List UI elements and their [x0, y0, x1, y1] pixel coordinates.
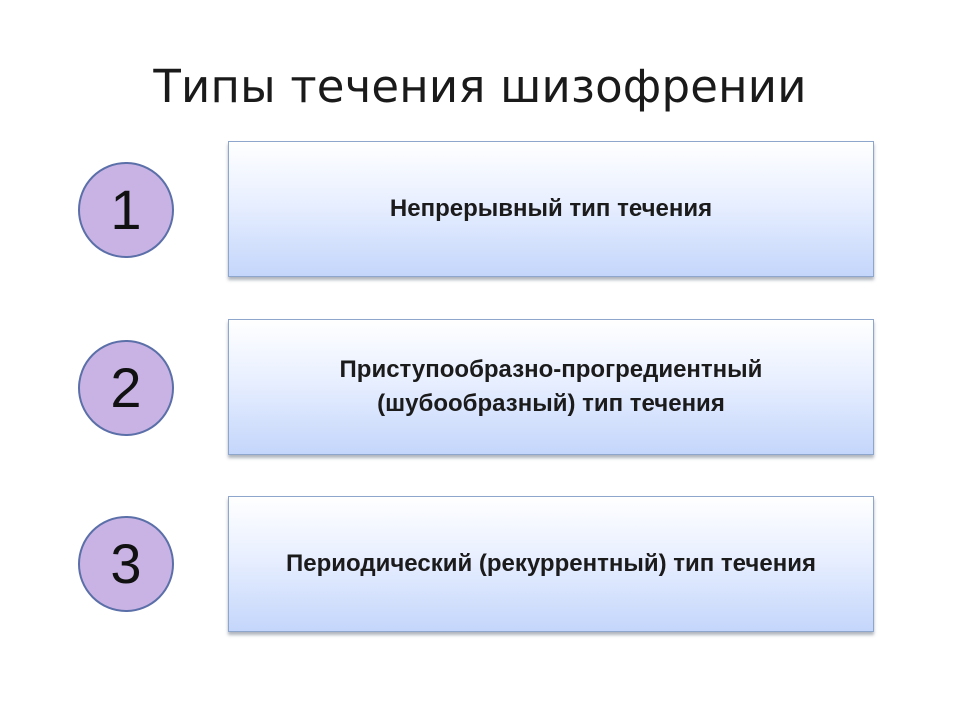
step-box-3: Периодический (рекуррентный) тип течения	[228, 496, 874, 632]
step-number-1: 1	[78, 162, 174, 258]
step-number-2: 2	[78, 340, 174, 436]
step-text-2: Приступообразно-прогредиентный (шубообра…	[339, 356, 763, 417]
step-text-1: Непрерывный тип течения	[389, 195, 713, 222]
slide-title: Типы течения шизофрении	[153, 60, 807, 113]
step-text-3: Периодический (рекуррентный) тип течения	[286, 550, 816, 577]
step-number-3: 3	[78, 516, 174, 612]
step-box-1: Непрерывный тип течения	[228, 141, 874, 277]
step-box-2: Приступообразно-прогредиентный (шубообра…	[228, 319, 874, 455]
